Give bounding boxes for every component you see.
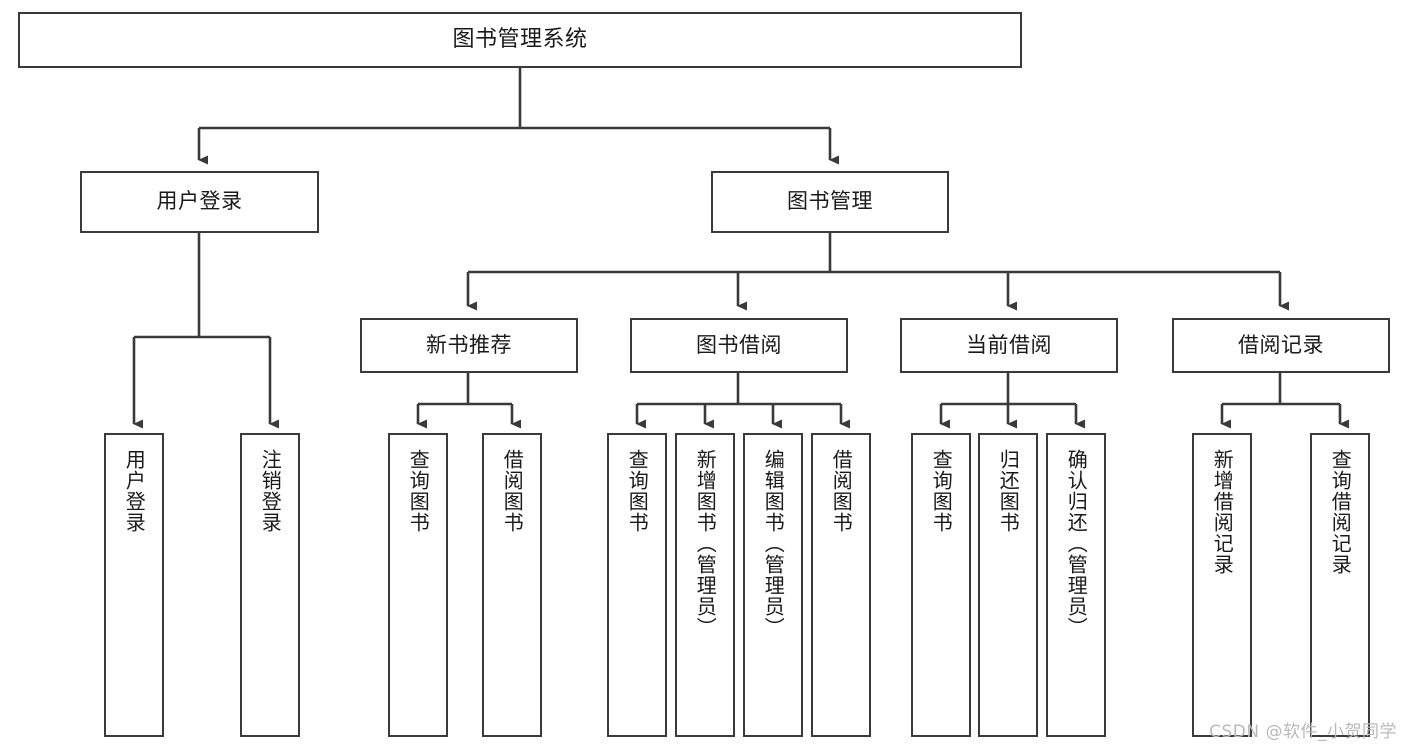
node-leaf-user-login[interactable]: 用户登录 (104, 433, 164, 737)
node-borrow-record[interactable]: 借阅记录 (1172, 318, 1390, 373)
node-root-book-management-system[interactable]: 图书管理系统 (18, 12, 1022, 68)
node-label: 借阅图书 (500, 449, 525, 533)
node-label: 新增借阅记录 (1210, 449, 1235, 575)
node-label: 注销登录 (258, 449, 283, 533)
node-leaf-borrow-book-1[interactable]: 借阅图书 (482, 433, 542, 737)
node-leaf-query-record[interactable]: 查询借阅记录 (1310, 433, 1370, 737)
node-user-login[interactable]: 用户登录 (80, 171, 319, 233)
node-label: 确认归还（管理员） (1064, 449, 1089, 638)
node-leaf-query-book-1[interactable]: 查询图书 (388, 433, 448, 737)
node-label: 查询图书 (406, 449, 431, 533)
node-leaf-return-book[interactable]: 归还图书 (978, 433, 1038, 737)
node-current-borrow[interactable]: 当前借阅 (900, 318, 1118, 373)
node-label: 编辑图书（管理员） (761, 449, 786, 638)
node-book-manage[interactable]: 图书管理 (711, 171, 949, 233)
node-leaf-add-book[interactable]: 新增图书（管理员） (675, 433, 735, 737)
node-label: 图书管理系统 (452, 26, 588, 52)
node-leaf-query-book-3[interactable]: 查询图书 (911, 433, 971, 737)
node-label: 归还图书 (996, 449, 1021, 533)
node-leaf-logout-login[interactable]: 注销登录 (240, 433, 300, 737)
node-label: 新书推荐 (426, 332, 512, 357)
node-label: 图书借阅 (696, 332, 782, 357)
node-leaf-query-book-2[interactable]: 查询图书 (607, 433, 667, 737)
node-label: 借阅图书 (829, 449, 854, 533)
node-book-borrow[interactable]: 图书借阅 (630, 318, 848, 373)
node-label: 新增图书（管理员） (693, 449, 718, 638)
node-label: 查询图书 (929, 449, 954, 533)
node-label: 查询借阅记录 (1328, 449, 1353, 575)
csdn-watermark: CSDN @软件_小贺同学 (1209, 722, 1397, 742)
node-label: 图书管理 (787, 189, 873, 214)
node-leaf-confirm-return[interactable]: 确认归还（管理员） (1046, 433, 1106, 737)
node-leaf-edit-book[interactable]: 编辑图书（管理员） (743, 433, 803, 737)
node-label: 借阅记录 (1238, 332, 1324, 357)
node-label: 用户登录 (122, 449, 147, 533)
node-leaf-borrow-book-2[interactable]: 借阅图书 (811, 433, 871, 737)
node-label: 查询图书 (625, 449, 650, 533)
node-label: 当前借阅 (966, 332, 1052, 357)
node-new-book-recommend[interactable]: 新书推荐 (360, 318, 578, 373)
node-label: 用户登录 (156, 189, 243, 214)
node-leaf-add-record[interactable]: 新增借阅记录 (1192, 433, 1252, 737)
